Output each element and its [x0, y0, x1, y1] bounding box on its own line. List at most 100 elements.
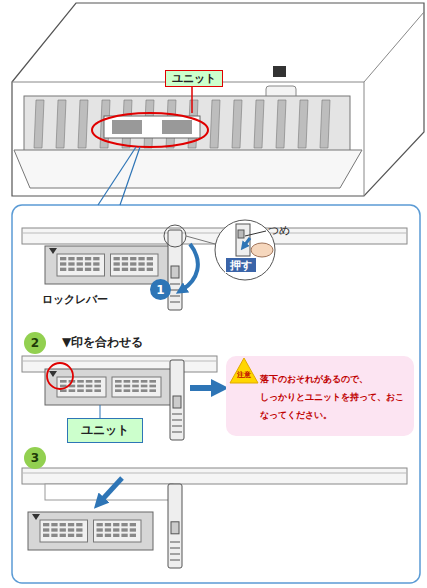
step2-illustration [141, 380, 148, 383]
step1-illustration [170, 296, 180, 297]
step1-illustration [251, 243, 273, 257]
detail-panel [12, 205, 420, 583]
step3-illustration [113, 523, 119, 526]
ac-louvers [210, 100, 220, 148]
step1-illustration [57, 254, 105, 276]
step1-illustration [93, 262, 99, 265]
step3-illustration [60, 534, 66, 537]
step3-illustration [171, 522, 179, 534]
step1-illustration [130, 268, 136, 271]
step2-illustration [47, 363, 73, 389]
ac-louvers [254, 100, 264, 148]
ac-louvers [34, 100, 44, 148]
step3-illustration [113, 534, 119, 537]
step3-illustration [68, 528, 74, 531]
ac-louvers [276, 100, 286, 148]
caution-icon: 注意 [229, 357, 259, 384]
step1-illustration [170, 290, 180, 291]
label-box-text: ユニット [172, 71, 216, 86]
step1-illustration [49, 248, 57, 254]
step1-illustration [215, 220, 275, 280]
ac-louvers [232, 100, 242, 148]
step3-illustration [22, 468, 407, 484]
step3-illustration [43, 528, 49, 531]
step-number: 2 [24, 332, 46, 354]
step1-illustration [164, 225, 186, 247]
step2-illustration [149, 389, 156, 392]
step2-illustration [170, 360, 184, 440]
step3-illustration [170, 542, 180, 543]
step2-illustration [115, 385, 122, 388]
step1-illustration [22, 233, 407, 234]
step2-illustration [77, 380, 84, 383]
step1-illustration [147, 268, 153, 271]
step2-illustration [77, 389, 84, 392]
caution-box-text: 落下のおそれがあるので、 しっかりとユニットを持って、おこ なってください。 [260, 370, 410, 424]
step3-illustration [121, 523, 127, 526]
step1-illustration [60, 257, 66, 260]
step1-illustration [77, 268, 83, 271]
step1-illustration [85, 262, 91, 265]
label-box-text: ユニット [81, 422, 129, 439]
step2-illustration [57, 377, 106, 397]
step3-illustration [40, 520, 88, 542]
label-box: ユニット [67, 418, 143, 443]
leader-line [191, 87, 193, 113]
step2-illustration [22, 361, 217, 362]
step3-illustration [113, 528, 119, 531]
step1-illustration [171, 266, 179, 278]
step3-illustration [22, 468, 407, 568]
step3-illustration [130, 534, 136, 537]
ac-unit [112, 120, 142, 134]
step-number-text: 2 [31, 336, 39, 350]
step1-illustration [114, 262, 120, 265]
step1-illustration [138, 257, 144, 260]
ac-logo [273, 66, 286, 77]
step3-illustration [97, 528, 103, 531]
step1-illustration [138, 262, 144, 265]
step1-illustration [122, 262, 128, 265]
step-number-text: 1 [156, 283, 164, 297]
step3-illustration [105, 534, 111, 537]
ac-flap [14, 150, 362, 188]
step2-illustration [45, 369, 173, 405]
step2-illustration [172, 426, 182, 427]
step2-illustration [124, 380, 131, 383]
step3-illustration [97, 534, 103, 537]
step1-illustration [147, 262, 153, 265]
step-number: 3 [24, 447, 46, 469]
step1-illustration [114, 268, 120, 271]
step2-illustration [149, 380, 156, 383]
step1-illustration [130, 262, 136, 265]
step2-illustration [124, 385, 131, 388]
step1-illustration [138, 268, 144, 271]
step1-illustration [93, 257, 99, 260]
step1-illustration [236, 224, 250, 256]
step1-illustration [77, 262, 83, 265]
step2-illustration [94, 385, 101, 388]
step2-illustration [172, 420, 182, 421]
step3-illustration [168, 484, 182, 568]
step3-illustration [32, 514, 40, 520]
step3-illustration [105, 528, 111, 531]
step1-illustration [68, 268, 74, 271]
step1-illustration [182, 244, 198, 290]
step3-illustration [76, 528, 82, 531]
step2-illustration [141, 385, 148, 388]
step2-illustration [86, 380, 93, 383]
step2-illustration [100, 405, 101, 419]
step1-illustration [238, 230, 244, 238]
step3-illustration [97, 523, 103, 526]
step1-illustration [186, 236, 215, 244]
ac-edge [364, 82, 365, 196]
step3-illustration [76, 534, 82, 537]
step2-illustration [77, 385, 84, 388]
step3-illustration [68, 534, 74, 537]
step3-illustration [51, 534, 57, 537]
step3-illustration [105, 523, 111, 526]
step1-illustration [245, 231, 266, 236]
ac-louvers [34, 100, 330, 148]
ac-louvers [320, 100, 330, 148]
step1-illustration [147, 257, 153, 260]
